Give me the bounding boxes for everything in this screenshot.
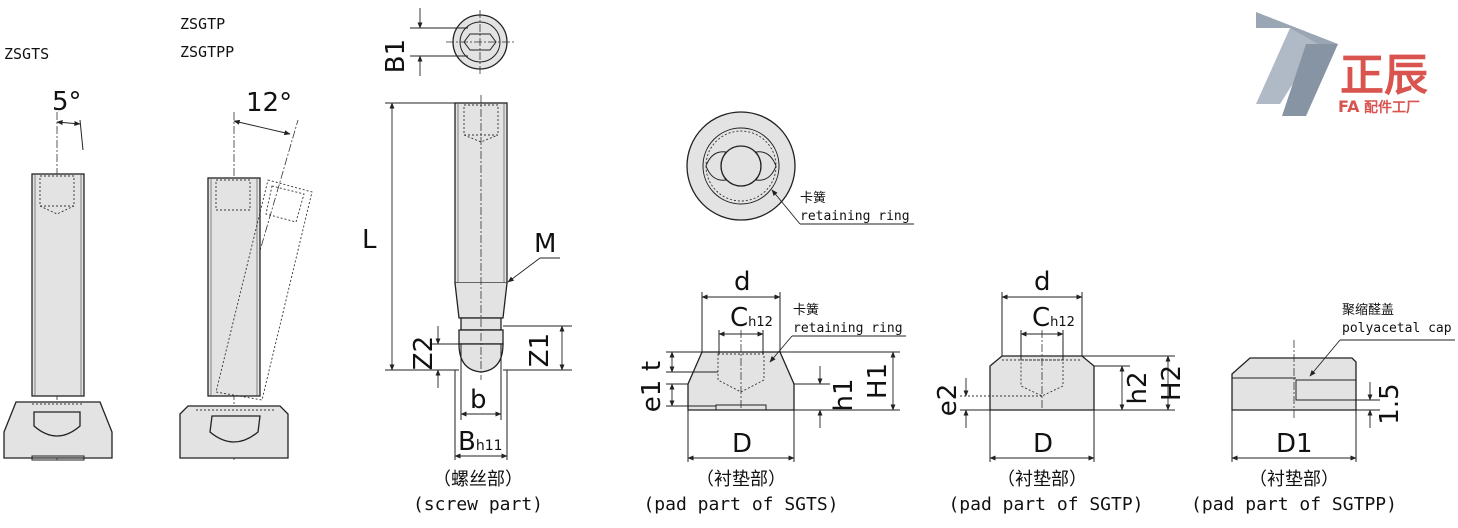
dim-b-label: b — [470, 385, 487, 415]
dim-c-sub-sgts: h12 — [748, 315, 773, 330]
dim-e1-label: e1 — [637, 380, 667, 413]
caption-pad-sgtp-en: (pad part of SGTP) — [948, 494, 1143, 515]
dim-D-label-sgtp: D — [1033, 429, 1053, 459]
dim-1-5-label: 1.5 — [1375, 383, 1405, 424]
dim-t-label: t — [637, 361, 667, 371]
cap-label-en: polyacetal cap — [1342, 321, 1452, 336]
pad-sgtpp-view: 聚缩醛盖 polyacetal cap 1.5 D1 （衬垫部） (pad pa… — [1191, 302, 1455, 515]
dim-D-label-sgts: D — [732, 429, 752, 459]
dim-d-label-sgts: d — [734, 267, 751, 297]
dim-z1-label: Z1 — [525, 333, 555, 367]
dim-z2-label: Z2 — [409, 336, 439, 370]
pad-top-view: 卡簧 retaining ring — [686, 111, 914, 225]
dim-c-sub-sgtp: h12 — [1050, 315, 1075, 330]
screw-assembly-sgtp: 12° — [179, 88, 313, 460]
ring-label-cn-sgts: 卡簧 — [793, 302, 819, 318]
dim-d-label-sgtp: d — [1034, 267, 1051, 297]
dim-bh11-label: Bh11 — [458, 427, 503, 457]
caption-pad-cn-sgts: （衬垫部） — [696, 469, 786, 490]
dim-c-main-sgtp: C — [1032, 303, 1050, 333]
dim-D1-label: D1 — [1276, 429, 1313, 459]
caption-pad-cn-sgtp: （衬垫部） — [997, 469, 1087, 490]
dim-l-label: L — [362, 225, 377, 255]
dim-b1-label: B1 — [381, 39, 411, 73]
dim-e2-label: e2 — [933, 384, 963, 417]
logo-fa: FA — [1338, 97, 1360, 116]
dim-h1-label: h1 — [829, 378, 859, 411]
model-label-sgts: ZSGTS — [4, 45, 49, 63]
ring-label-en-top: retaining ring — [800, 209, 910, 224]
logo-sub-text: 配件工厂 — [1364, 99, 1420, 116]
brand-logo: 正辰 FA 配件工厂 — [1256, 12, 1428, 116]
model-label-sgtp: ZSGTP — [180, 15, 225, 33]
dim-ch12-label-sgts: Ch12 — [730, 303, 773, 333]
angle-12-label: 12° — [246, 88, 292, 118]
dim-h2-label: h2 — [1123, 371, 1153, 404]
screw-part-view: B1 L M Z1 Z2 b — [362, 8, 572, 515]
caption-screw-cn: （螺丝部） — [433, 469, 523, 490]
model-label-sgtpp: ZSGTPP — [180, 43, 234, 61]
caption-pad-sgtpp-en: (pad part of SGTPP) — [1191, 494, 1397, 515]
ring-label-en-sgts: retaining ring — [793, 321, 903, 336]
caption-pad-cn-sgtpp: （衬垫部） — [1249, 469, 1339, 490]
dim-ch12-label-sgtp: Ch12 — [1032, 303, 1075, 333]
dim-H1-label: H1 — [863, 363, 893, 399]
dim-m-label: M — [534, 229, 556, 259]
dim-H2-label: H2 — [1157, 365, 1187, 401]
logo-name: 正辰 — [1340, 50, 1428, 101]
pad-sgts-view: d Ch12 卡簧 retaining ring t e1 h1 H1 — [637, 267, 906, 515]
caption-pad-sgts-en: (pad part of SGTS) — [643, 494, 838, 515]
pad-sgtp-view: d Ch12 e2 h2 H2 D （衬垫部） (pad part of SGT… — [933, 267, 1187, 515]
ring-label-cn-top: 卡簧 — [800, 190, 826, 206]
dim-bh11-main: B — [458, 427, 476, 457]
dim-c-main-sgts: C — [730, 303, 748, 333]
caption-screw-en: (screw part) — [413, 494, 543, 515]
cap-label-cn: 聚缩醛盖 — [1342, 302, 1394, 318]
dim-bh11-sub: h11 — [476, 438, 503, 454]
angle-5-label: 5° — [52, 87, 82, 117]
screw-assembly-sgts: 5° — [3, 87, 113, 461]
